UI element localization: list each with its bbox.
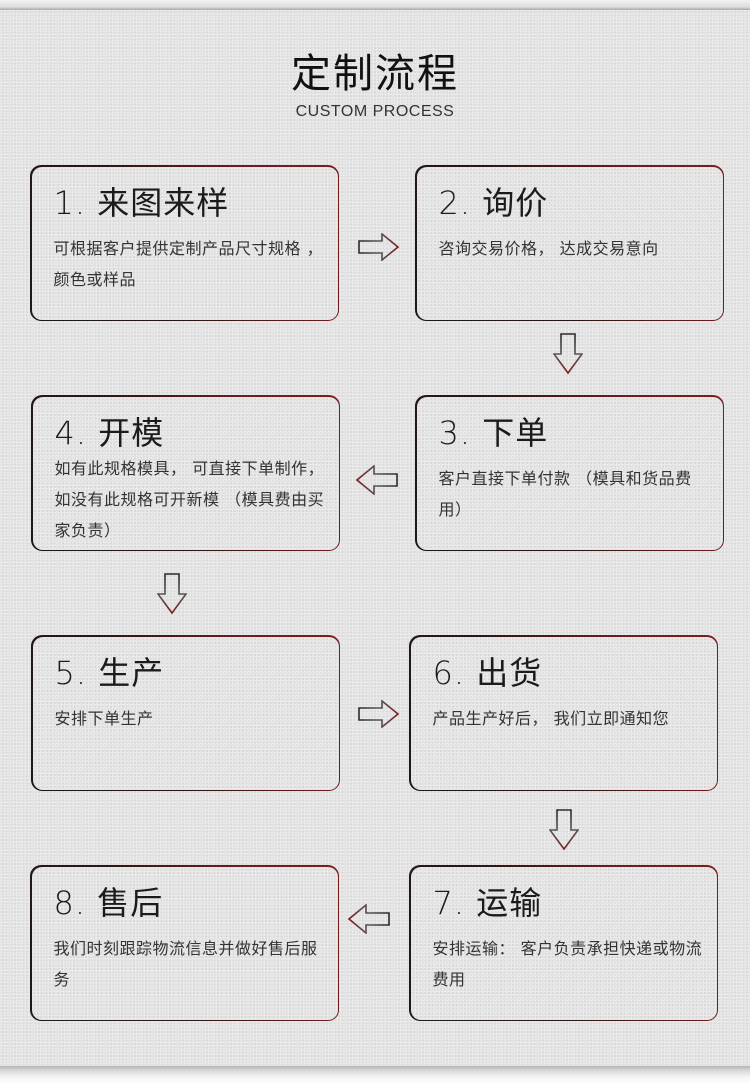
arrow-down-icon — [157, 573, 187, 615]
step-description: 我们时刻跟踪物流信息并做好售后服务 — [53, 938, 318, 989]
step-card-1: 1. 来图来样 可根据客户提供定制产品尺寸规格 ， 颜色或样品 — [30, 165, 339, 321]
arrow-right-icon — [358, 700, 400, 728]
arrow-left-icon — [348, 904, 390, 934]
step-card-4: 4. 开模 如有此规格模具， 可直接下单制作， 如没有此规格可开新模 （模具费由… — [31, 395, 340, 551]
step-title: 6. 出货 — [432, 653, 543, 692]
step-card-6: 6. 出货 产品生产好后， 我们立即通知您 — [409, 635, 718, 791]
step-card-2: 2. 询价 咨询交易价格， 达成交易意向 — [415, 165, 724, 321]
arrow-down-icon — [549, 809, 579, 851]
step-title: 2. 询价 — [438, 183, 549, 222]
step-card-8: 8. 售后 我们时刻跟踪物流信息并做好售后服务 — [30, 865, 339, 1021]
top-shadow-band — [0, 0, 750, 10]
page-subtitle: CUSTOM PROCESS — [295, 103, 455, 120]
step-title: 4. 开模 — [54, 413, 165, 452]
step-description: 安排下单生产 — [54, 708, 154, 728]
step-card-3: 3. 下单 客户直接下单付款 （模具和货品费用） — [415, 395, 724, 551]
step-description: 可根据客户提供定制产品尺寸规格 ， 颜色或样品 — [53, 238, 324, 289]
step-title: 7. 运输 — [432, 883, 543, 922]
arrow-right-icon — [358, 233, 400, 261]
step-title: 8. 售后 — [53, 883, 164, 922]
arrow-down-icon — [553, 333, 583, 375]
step-title: 1. 来图来样 — [53, 183, 230, 222]
step-card-7: 7. 运输 安排运输： 客户负责承担快递或物流费用 — [409, 865, 718, 1021]
step-description: 咨询交易价格， 达成交易意向 — [438, 238, 659, 258]
step-description: 如有此规格模具， 可直接下单制作， 如没有此规格可开新模 （模具费由买家负责） — [54, 458, 325, 540]
step-description: 客户直接下单付款 （模具和货品费用） — [438, 468, 692, 519]
page-title: 定制流程 — [291, 51, 459, 97]
step-description: 安排运输： 客户负责承担快递或物流费用 — [432, 938, 703, 989]
step-description: 产品生产好后， 我们立即通知您 — [432, 708, 670, 728]
step-title: 5. 生产 — [54, 653, 165, 692]
step-card-5: 5. 生产 安排下单生产 — [31, 635, 340, 791]
step-title: 3. 下单 — [438, 413, 549, 452]
arrow-left-icon — [356, 465, 398, 495]
bottom-shadow-band — [0, 1066, 750, 1084]
